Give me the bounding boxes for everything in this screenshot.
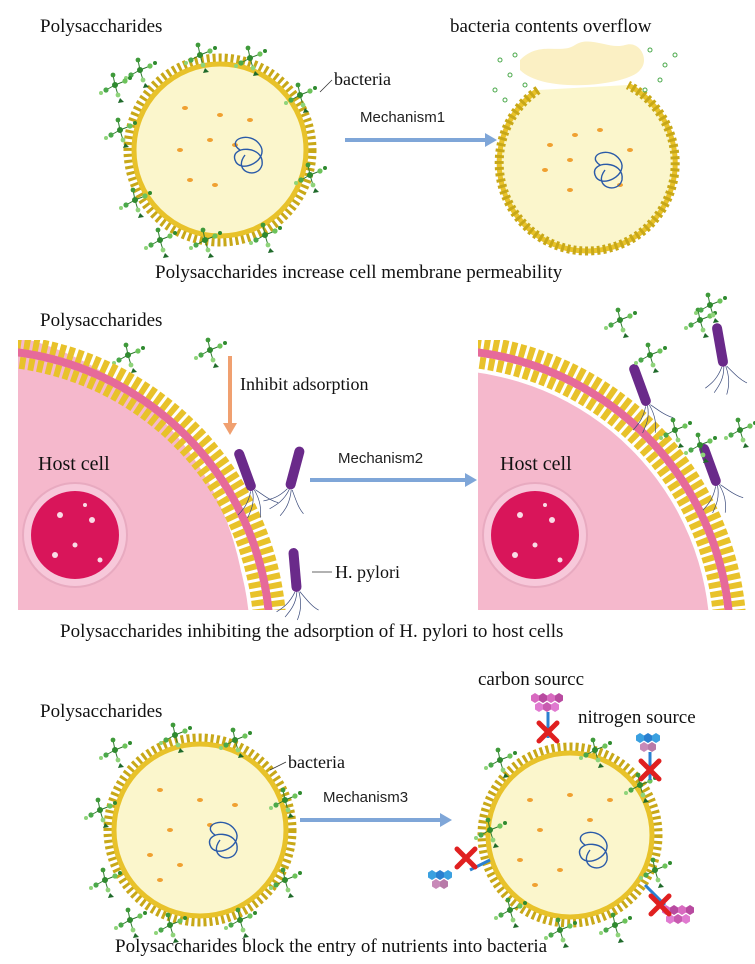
dna [234, 136, 263, 174]
polysaccharides-label: Polysaccharides [40, 16, 162, 37]
hpylori-label: H. pylori [335, 562, 400, 582]
carbon-source-top [531, 693, 563, 741]
bacteria-label: bacteria [334, 69, 391, 89]
nitrogen-source-right [636, 733, 660, 780]
host-cell-left-label: Host cell [38, 453, 110, 475]
panel3-caption: Polysaccharides block the entry of nutri… [115, 936, 548, 957]
granules [177, 106, 253, 187]
host-cell-right-label: Host cell [500, 453, 572, 475]
overflow [520, 41, 645, 86]
panel2: Polysaccharides Host cell Inhibit adsorp… [18, 292, 755, 642]
bacteria-label-3: bacteria [288, 752, 345, 772]
bacterium-right-3 [477, 742, 663, 928]
overflow-label: bacteria contents overflow [450, 16, 652, 37]
mechanism3-label: Mechanism3 [323, 789, 408, 806]
host-cell-right [478, 340, 746, 610]
carbon-source-bottom [643, 883, 694, 924]
panel2-caption: Polysaccharides inhibiting the adsorptio… [60, 621, 563, 642]
polysaccharides-label-3: Polysaccharides [40, 701, 162, 722]
mechanism1-label: Mechanism1 [360, 109, 445, 126]
mechanism2-label: Mechanism2 [338, 450, 423, 467]
inhibit-label: Inhibit adsorption [240, 374, 369, 394]
host-cell-left [18, 340, 286, 610]
carbon-label: carbon sourcc [478, 669, 584, 690]
nitrogen-source-left [428, 849, 491, 889]
panel1-caption: Polysaccharides increase cell membrane p… [155, 262, 563, 283]
bacterium-right [492, 41, 680, 256]
nitrogen-label: nitrogen source [578, 707, 696, 728]
bacterium-left [123, 53, 317, 247]
bacterium-left-3 [103, 733, 297, 927]
polysaccharides-label-2: Polysaccharides [40, 310, 162, 331]
panel3: Polysaccharides carbon sourcc nitrogen s… [40, 669, 696, 957]
panel1: Polysaccharides bacteria contents overfl… [40, 16, 680, 283]
